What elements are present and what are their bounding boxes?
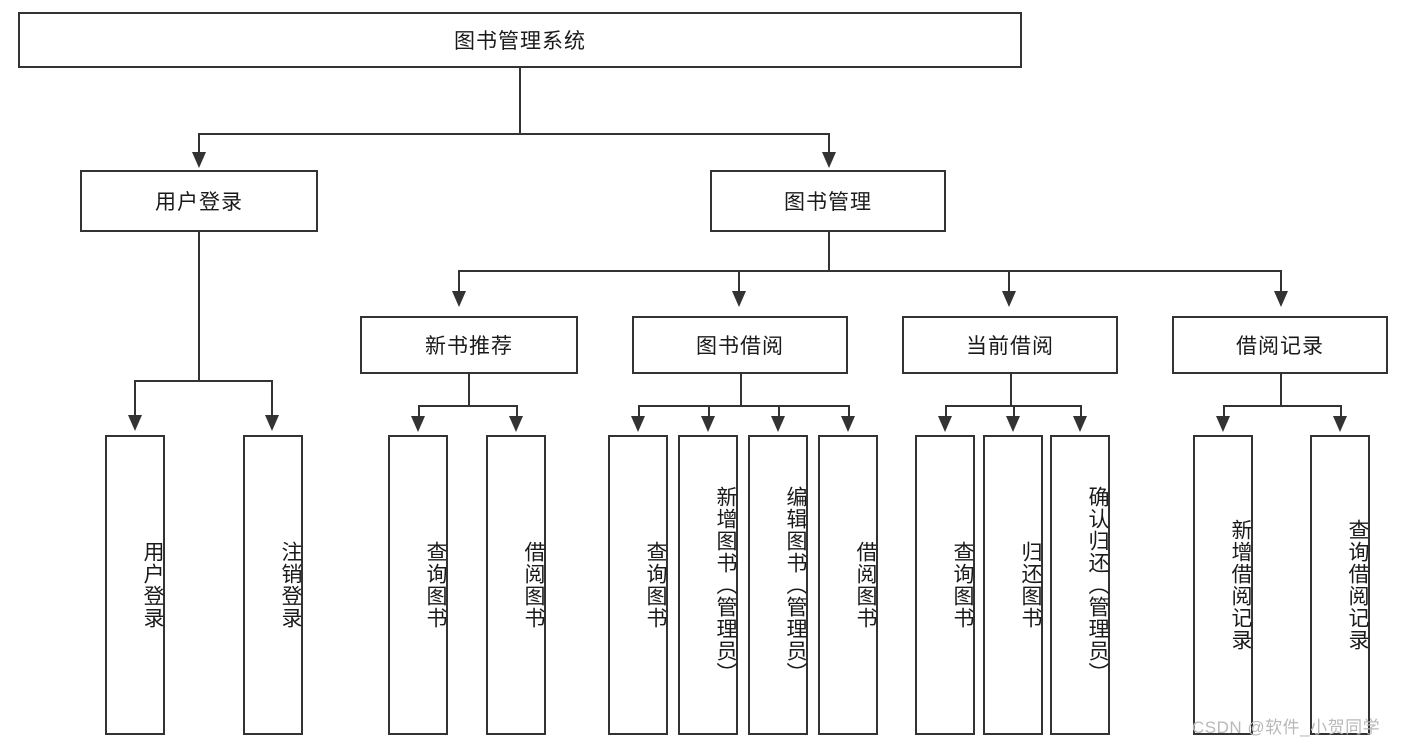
edge-records-to-leaf-2 xyxy=(1340,405,1342,419)
node-label: 图书管理 xyxy=(784,191,872,214)
edge-records-to-leaf-1 xyxy=(1223,405,1225,419)
leaf-borrow-books-new[interactable]: 借阅图书 xyxy=(486,435,546,735)
edge-borrow-to-leaf-4 xyxy=(848,405,850,419)
edge-book-mgmt-to-records xyxy=(1280,270,1282,294)
leaf-query-books-current[interactable]: 查询图书 xyxy=(915,435,975,735)
node-label: 查询图书 xyxy=(951,541,974,629)
edge-user-login-bus xyxy=(134,380,271,382)
arrow-book-mgmt-to-records xyxy=(1274,291,1288,307)
arrow-current-to-leaf-3 xyxy=(1073,416,1087,432)
edge-borrow-to-leaf-2 xyxy=(708,405,710,419)
node-label: 图书借阅 xyxy=(696,335,784,358)
node-new-book-recommendation[interactable]: 新书推荐 xyxy=(360,316,578,374)
edge-records-bus xyxy=(1223,405,1342,407)
node-label: 确认归还（管理员） xyxy=(1086,486,1109,684)
node-label: 归还图书 xyxy=(1019,541,1042,629)
node-label: 新增借阅记录 xyxy=(1229,519,1252,651)
node-label: 当前借阅 xyxy=(966,335,1054,358)
edge-new-books-bus xyxy=(418,405,518,407)
arrow-new-books-to-leaf-2 xyxy=(509,416,523,432)
node-label: 用户登录 xyxy=(155,191,243,214)
node-label: 借阅图书 xyxy=(854,541,877,629)
arrow-borrow-to-leaf-3 xyxy=(771,416,785,432)
leaf-logout[interactable]: 注销登录 xyxy=(243,435,303,735)
leaf-add-book-admin[interactable]: 新增图书（管理员） xyxy=(678,435,738,735)
node-user-login[interactable]: 用户登录 xyxy=(80,170,318,232)
arrow-book-mgmt-to-borrow xyxy=(732,291,746,307)
edge-borrow-to-leaf-1 xyxy=(638,405,640,419)
edge-user-login-stem xyxy=(198,232,200,380)
arrow-current-to-leaf-1 xyxy=(938,416,952,432)
edge-book-mgmt-to-current xyxy=(1008,270,1010,294)
arrow-records-to-leaf-2 xyxy=(1333,416,1347,432)
edge-current-to-leaf-3 xyxy=(1080,405,1082,419)
edge-root-stem xyxy=(519,68,521,133)
edge-user-login-to-leaf-2 xyxy=(271,380,273,418)
edge-new-books-to-leaf-1 xyxy=(418,405,420,419)
edge-book-mgmt-to-new-books xyxy=(458,270,460,294)
edge-root-bus xyxy=(198,133,830,135)
arrow-current-to-leaf-2 xyxy=(1006,416,1020,432)
edge-new-books-stem xyxy=(468,374,470,405)
edge-root-to-user-login xyxy=(198,133,200,155)
node-label: 图书管理系统 xyxy=(454,30,586,53)
edge-records-stem xyxy=(1280,374,1282,405)
leaf-query-books-new[interactable]: 查询图书 xyxy=(388,435,448,735)
edge-user-login-to-leaf-1 xyxy=(134,380,136,418)
arrow-records-to-leaf-1 xyxy=(1216,416,1230,432)
edge-current-to-leaf-1 xyxy=(945,405,947,419)
edge-book-mgmt-to-borrow xyxy=(738,270,740,294)
node-label: 借阅记录 xyxy=(1236,335,1324,358)
arrow-root-to-book-mgmt xyxy=(822,152,836,168)
edge-root-to-book-mgmt xyxy=(828,133,830,155)
edge-borrow-stem xyxy=(740,374,742,405)
arrow-new-books-to-leaf-1 xyxy=(411,416,425,432)
node-current-borrowing[interactable]: 当前借阅 xyxy=(902,316,1118,374)
leaf-borrow-books[interactable]: 借阅图书 xyxy=(818,435,878,735)
edge-book-mgmt-stem xyxy=(828,232,830,270)
edge-new-books-to-leaf-2 xyxy=(516,405,518,419)
leaf-edit-book-admin[interactable]: 编辑图书（管理员） xyxy=(748,435,808,735)
node-label: 查询图书 xyxy=(424,541,447,629)
leaf-user-login[interactable]: 用户登录 xyxy=(105,435,165,735)
node-label: 查询借阅记录 xyxy=(1346,519,1369,651)
node-book-management[interactable]: 图书管理 xyxy=(710,170,946,232)
leaf-confirm-return-admin[interactable]: 确认归还（管理员） xyxy=(1050,435,1110,735)
arrow-root-to-user-login xyxy=(192,152,206,168)
leaf-return-books[interactable]: 归还图书 xyxy=(983,435,1043,735)
node-label: 借阅图书 xyxy=(522,541,545,629)
arrow-borrow-to-leaf-2 xyxy=(701,416,715,432)
leaf-add-borrow-record[interactable]: 新增借阅记录 xyxy=(1193,435,1253,735)
node-label: 查询图书 xyxy=(644,541,667,629)
edge-borrow-bus xyxy=(638,405,850,407)
watermark-text: CSDN @软件_小贺同学 xyxy=(1192,718,1381,737)
node-book-borrowing[interactable]: 图书借阅 xyxy=(632,316,848,374)
arrow-book-mgmt-to-new-books xyxy=(452,291,466,307)
node-root-book-management-system[interactable]: 图书管理系统 xyxy=(18,12,1022,68)
node-label: 新增图书（管理员） xyxy=(714,486,737,684)
arrow-user-login-to-leaf-2 xyxy=(265,415,279,431)
arrow-book-mgmt-to-current xyxy=(1002,291,1016,307)
node-label: 编辑图书（管理员） xyxy=(784,486,807,684)
edge-book-mgmt-bus xyxy=(458,270,1280,272)
arrow-user-login-to-leaf-1 xyxy=(128,415,142,431)
edge-current-stem xyxy=(1010,374,1012,405)
arrow-borrow-to-leaf-4 xyxy=(841,416,855,432)
node-borrowing-records[interactable]: 借阅记录 xyxy=(1172,316,1388,374)
edge-current-to-leaf-2 xyxy=(1013,405,1015,419)
edge-borrow-to-leaf-3 xyxy=(778,405,780,419)
arrow-borrow-to-leaf-1 xyxy=(631,416,645,432)
node-label: 注销登录 xyxy=(279,541,302,629)
node-label: 新书推荐 xyxy=(425,335,513,358)
leaf-query-books-borrow[interactable]: 查询图书 xyxy=(608,435,668,735)
leaf-query-borrow-record[interactable]: 查询借阅记录 xyxy=(1310,435,1370,735)
node-label: 用户登录 xyxy=(141,541,164,629)
